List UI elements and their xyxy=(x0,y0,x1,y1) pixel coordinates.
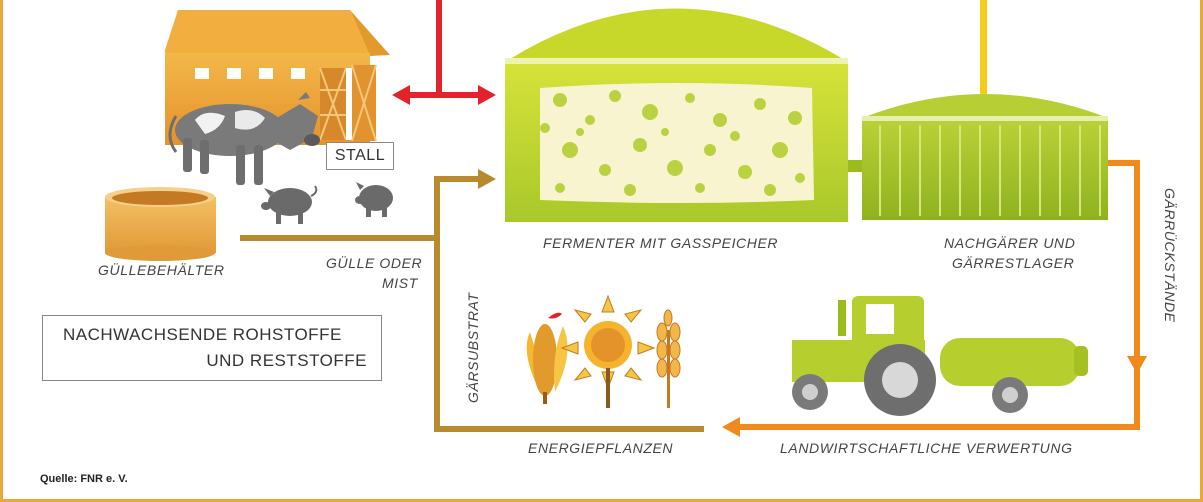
nachgaerer-line2: GÄRRESTLAGER xyxy=(952,255,1075,271)
brown-arrow xyxy=(240,169,704,432)
pig-icon xyxy=(261,185,318,224)
red-arrow xyxy=(392,0,496,105)
yellow-line xyxy=(980,0,987,96)
wheat-icon xyxy=(656,309,681,408)
nachgaerer-line1: NACHGÄRER UND xyxy=(944,235,1076,251)
gaersubstrat-label: GÄRSUBSTRAT xyxy=(465,292,481,403)
fermenter-icon xyxy=(505,8,866,222)
sunflower-icon xyxy=(560,294,656,408)
nachwachsende-rohstoffe-box: NACHWACHSENDE ROHSTOFFE UND RESTSTOFFE xyxy=(42,315,382,381)
tractor-icon xyxy=(792,296,1088,416)
nachwachsende-line1: NACHWACHSENDE ROHSTOFFE xyxy=(63,325,342,344)
corn-icon xyxy=(526,312,568,404)
orange-arrow xyxy=(722,160,1147,437)
stall-label: STALL xyxy=(326,142,394,170)
cow-icon xyxy=(168,92,320,185)
guelle-oder-mist-line2: MIST xyxy=(382,275,418,291)
landwirtschaftliche-verwertung-label: LANDWIRTSCHAFTLICHE VERWERTUNG xyxy=(780,440,1073,456)
pig-icon xyxy=(355,182,393,217)
source-note: Quelle: FNR e. V. xyxy=(40,473,128,485)
guelle-oder-mist-line1: GÜLLE ODER xyxy=(326,255,423,271)
gaerrueckstaende-label: GÄRRÜCKSTÄNDE xyxy=(1162,188,1178,323)
storage-icon xyxy=(862,94,1108,220)
guellebehaelter-label: GÜLLEBEHÄLTER xyxy=(98,262,225,278)
nachwachsende-line2: UND RESTSTOFFE xyxy=(206,351,367,370)
fermenter-label: FERMENTER MIT GASSPEICHER xyxy=(543,235,779,251)
energiepflanzen-label: ENERGIEPFLANZEN xyxy=(528,440,674,456)
tank-icon xyxy=(105,187,216,261)
